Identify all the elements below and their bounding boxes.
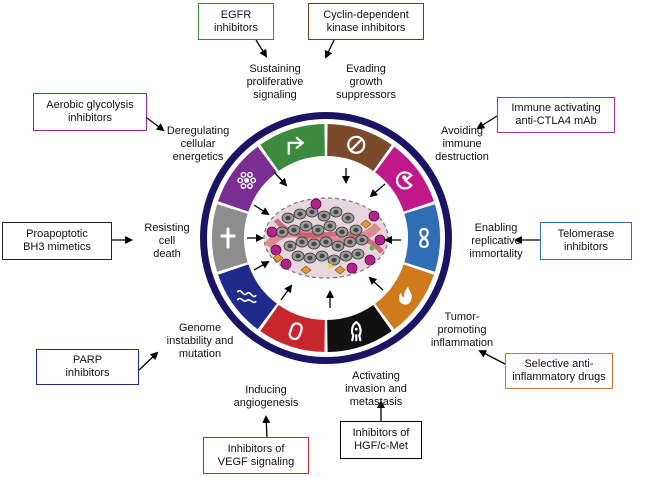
segment-enabling-replicative-immortality bbox=[404, 204, 440, 272]
vessel-icon bbox=[288, 322, 303, 341]
prohibition-icon bbox=[347, 135, 366, 154]
atom-icon bbox=[237, 171, 257, 189]
therapy-bh3-mimetics: Proapoptotic BH3 mimetics bbox=[2, 222, 112, 260]
arrow-inner-1 bbox=[273, 171, 288, 187]
therapy-vegf-inhibitors: Inhibitors of VEGF signaling bbox=[203, 437, 309, 474]
cross-icon bbox=[220, 227, 236, 249]
hallmark-deregulating-cellular-energetics: Deregulating cellular energetics bbox=[166, 125, 230, 163]
hallmark-evading-growth-suppressors: Evading growth suppressors bbox=[336, 63, 396, 101]
segment-evading-growth-suppressors bbox=[327, 124, 392, 171]
arrow-antiinflammatory bbox=[478, 350, 506, 365]
therapy-cdk-inhibitors: Cyclin-dependent kinase inhibitors bbox=[308, 3, 424, 40]
therapy-anti-ctla4: Immune activating anti-CTLA4 mAb bbox=[497, 97, 615, 133]
arrow-cdk bbox=[324, 39, 335, 59]
arrow-vegf bbox=[262, 415, 271, 438]
segment-genome-instability-and-mutation bbox=[218, 264, 277, 330]
tumor-illustration bbox=[263, 197, 389, 279]
segment-resisting-cell-death bbox=[212, 204, 248, 272]
therapy-aerobic-glycolysis-inhibitors: Aerobic glycolysis inhibitors bbox=[33, 93, 147, 131]
arrow-inner-5 bbox=[368, 276, 384, 291]
infinity-icon bbox=[419, 227, 429, 249]
hallmark-resisting-cell-death: Resisting cell death bbox=[144, 222, 190, 260]
arrow-inner-3 bbox=[369, 183, 386, 198]
hallmark-tumor-promoting-inflammation: Tumor- promoting inflammation bbox=[430, 311, 494, 349]
arrow-inner-7 bbox=[280, 284, 293, 301]
squid-icon bbox=[350, 321, 362, 342]
therapy-hgf-cmet-inhibitors: Inhibitors of HGF/c-Met bbox=[340, 421, 422, 459]
therapy-parp-inhibitors: PARP inhibitors bbox=[36, 349, 139, 385]
bent-arrow-icon bbox=[287, 136, 305, 155]
wheel-center bbox=[248, 160, 404, 316]
segment-inducing-angiogenesis bbox=[260, 305, 325, 352]
hallmark-enabling-replicative-immortality: Enabling replicative immortality bbox=[469, 222, 523, 260]
hallmark-avoiding-immune-destruction: Avoiding immune destruction bbox=[435, 125, 489, 163]
hallmark-inducing-angiogenesis: Inducing angiogenesis bbox=[233, 384, 299, 409]
chromosome-icon bbox=[236, 289, 257, 304]
therapy-telomerase-inhibitors: Telomerase inhibitors bbox=[540, 222, 632, 260]
therapy-selective-anti-inflammatory: Selective anti- inflammatory drugs bbox=[505, 353, 613, 389]
therapy-egfr-inhibitors: EGFR inhibitors bbox=[198, 3, 274, 40]
hallmark-genome-instability-and-mutation: Genome instability and mutation bbox=[166, 322, 234, 360]
arrow-inner-10 bbox=[253, 204, 270, 216]
hallmark-sustaining-proliferative-signaling: Sustaining proliferative signaling bbox=[246, 63, 304, 101]
flame-icon bbox=[398, 286, 412, 305]
segment-activating-invasion-and-metastasis bbox=[327, 305, 392, 352]
pacman-icon bbox=[396, 171, 413, 190]
arrow-egfr bbox=[255, 39, 268, 58]
hallmark-activating-invasion-and-metastasis: Activating invasion and metastasis bbox=[345, 370, 407, 408]
segment-sustaining-proliferative-signaling bbox=[260, 124, 325, 171]
arrow-inner-8 bbox=[253, 261, 270, 271]
